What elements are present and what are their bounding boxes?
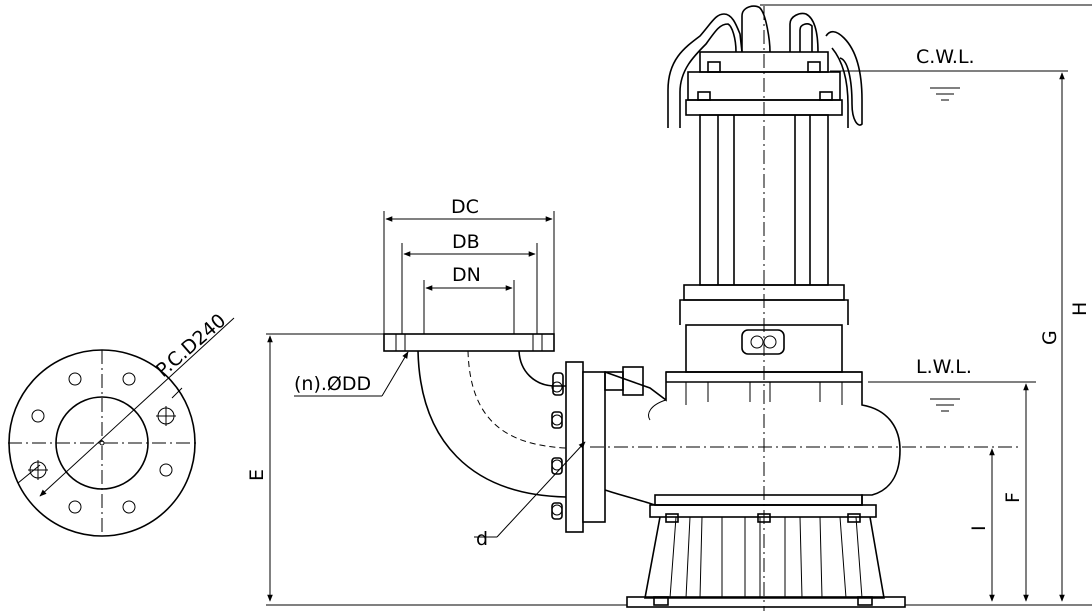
dc-label: DC: [451, 196, 479, 218]
d-label: d: [476, 528, 488, 550]
dn-label: DN: [452, 264, 481, 286]
pcd-dimension-line: [39, 317, 235, 497]
g-label: G: [1039, 330, 1061, 345]
holes-label: (n).ØDD: [294, 373, 371, 395]
f-label: F: [1002, 492, 1024, 503]
flange-end-view: [8, 317, 235, 537]
pump-casing: [590, 371, 1022, 608]
discharge-elbow: [383, 333, 567, 498]
h-label: H: [1069, 302, 1091, 316]
height-dimensions: [266, 4, 1092, 606]
bolt-holes: [28, 372, 176, 514]
water-level-markers: [830, 70, 1068, 412]
motor: [667, 5, 863, 611]
cwl-label: C.W.L.: [916, 46, 975, 68]
i-label: I: [968, 525, 990, 531]
lwl-label: L.W.L.: [916, 356, 972, 378]
e-label: E: [246, 469, 268, 481]
db-label: DB: [452, 231, 480, 253]
flange-width-dimensions: [383, 211, 555, 334]
pcd-label: P.C.D240: [152, 310, 230, 382]
